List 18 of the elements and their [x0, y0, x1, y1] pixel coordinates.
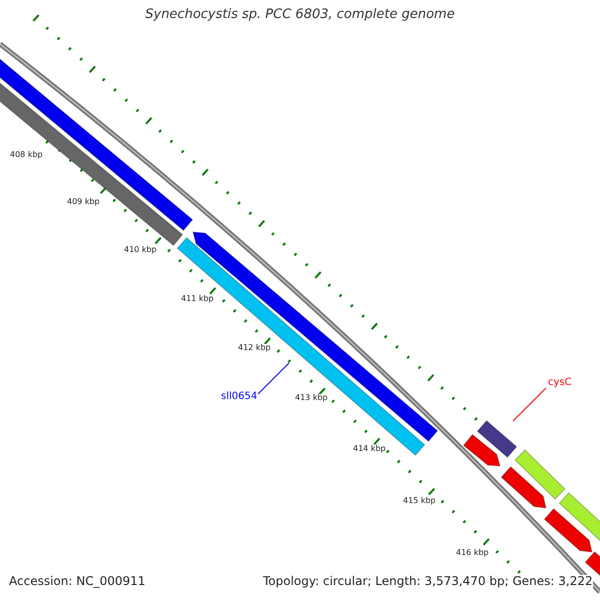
gene-segment [476, 420, 518, 458]
scale-label: 412 kbp [238, 344, 271, 353]
scale-label: 414 kbp [353, 445, 386, 454]
scale-label: 408 kbp [10, 151, 43, 160]
scale-label: 410 kbp [124, 246, 157, 255]
gene-label: sll0654 [221, 391, 258, 402]
scale-label: 413 kbp [295, 394, 328, 403]
info-text: Accession: NC_000911 [9, 575, 146, 588]
gene-segment [176, 237, 426, 456]
scale-label: 416 kbp [456, 549, 489, 558]
scale-label: 411 kbp [181, 295, 214, 304]
gene-label: cysC [548, 377, 572, 388]
info-text: Topology: circular; Length: 3,573,470 bp; Genes: 3,222 [263, 575, 593, 588]
scale-label: 415 kbp [403, 497, 436, 506]
leader-line [258, 362, 290, 394]
leader-line [512, 388, 546, 422]
diagram-title: Synechocystis sp. PCC 6803, complete genome [144, 8, 456, 22]
scale-label: 409 kbp [67, 198, 100, 207]
